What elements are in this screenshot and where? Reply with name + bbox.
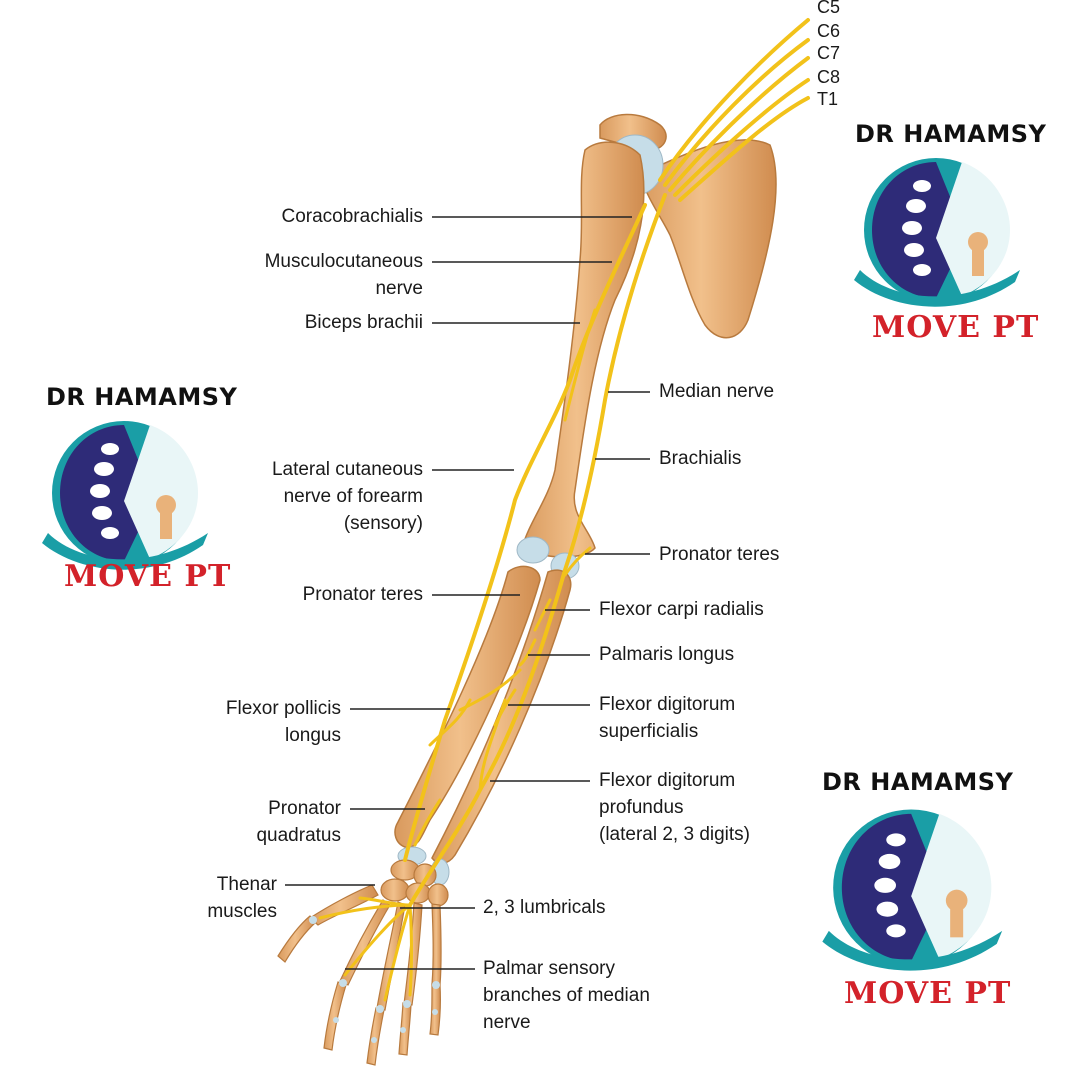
- label-lateral-cutaneous-nerve: Lateral cutaneous nerve of forearm (sens…: [271, 459, 423, 534]
- watermark-title: DR HAMAMSY: [855, 120, 1047, 148]
- root-label-c5: C5: [817, 0, 841, 17]
- label-flexor-pollicis-longus: Flexor pollicis longus: [225, 698, 341, 746]
- label-median-nerve: Median nerve: [659, 381, 775, 402]
- label-thenar-muscles: Thenar muscles: [207, 874, 277, 922]
- watermark-logo-bottom-right: DR HAMAMSY MOVE PT: [818, 766, 1018, 1016]
- root-label-c8: C8: [817, 67, 841, 87]
- label-pronator-teres-right: Pronator teres: [659, 544, 780, 565]
- label-palmaris-longus: Palmaris longus: [599, 644, 735, 665]
- watermark-emblem: [854, 158, 1020, 307]
- watermark-title: DR HAMAMSY: [46, 383, 238, 411]
- watermark-subtitle: MOVE PT: [64, 559, 232, 594]
- label-flexor-digitorum-superficialis: Flexor digitorum superficialis: [599, 694, 736, 742]
- hand-bones: [277, 884, 442, 1066]
- label-brachialis: Brachialis: [659, 448, 742, 469]
- root-label-c7: C7: [817, 43, 841, 63]
- label-pronator-teres-left: Pronator teres: [302, 584, 423, 605]
- nerves: [318, 18, 810, 1002]
- watermark-subtitle: MOVE PT: [844, 976, 1012, 1011]
- label-biceps-brachii: Biceps brachii: [304, 312, 423, 333]
- watermark-logo-left: DR HAMAMSY MOVE PT: [38, 383, 237, 613]
- label-pronator-quadratus: Pronator quadratus: [256, 798, 341, 846]
- label-lumbricals: 2, 3 lumbricals: [483, 897, 606, 918]
- finger-joints: [309, 916, 440, 1043]
- watermark-logo-top-right: DR HAMAMSY MOVE PT: [850, 118, 1046, 348]
- watermark-subtitle: MOVE PT: [872, 310, 1040, 345]
- label-coracobrachialis: Coracobrachialis: [281, 206, 423, 227]
- root-label-c6: C6: [817, 21, 841, 41]
- label-flexor-carpi-radialis: Flexor carpi radialis: [599, 599, 764, 620]
- root-label-t1: T1: [817, 89, 839, 109]
- label-musculocutaneous-nerve: Musculocutaneous nerve: [264, 251, 423, 299]
- elbow-cartilage-lateral: [516, 536, 550, 564]
- watermark-emblem: [822, 809, 1003, 971]
- watermark-emblem: [42, 421, 208, 570]
- label-palmar-sensory-branches: Palmar sensory branches of median nerve: [483, 958, 650, 1033]
- label-flexor-digitorum-profundus: Flexor digitorum profundus (lateral 2, 3…: [599, 770, 751, 845]
- watermark-title: DR HAMAMSY: [822, 768, 1014, 796]
- leader-lines: [285, 216, 650, 970]
